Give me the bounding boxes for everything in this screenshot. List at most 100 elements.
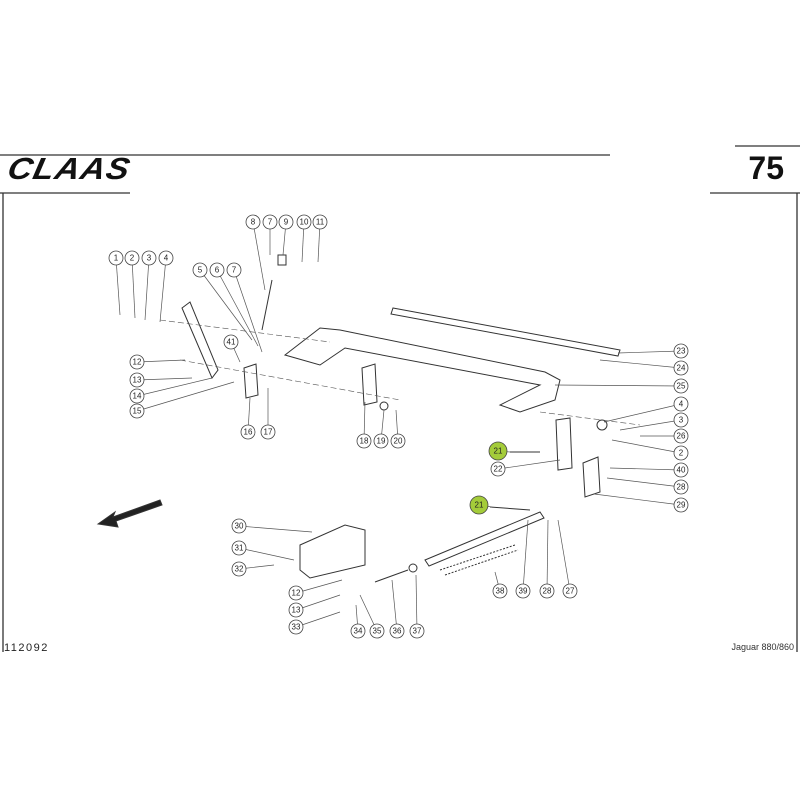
callout-17[interactable]: 17 bbox=[260, 388, 276, 440]
callout-25[interactable]: 25 bbox=[554, 378, 689, 394]
leader-line bbox=[136, 359, 186, 363]
callout-21[interactable]: 21 bbox=[469, 495, 493, 515]
callout-label: 35 bbox=[373, 627, 382, 636]
callout-12[interactable]: 12 bbox=[129, 354, 186, 370]
callout-label: 20 bbox=[394, 437, 403, 446]
leader-line bbox=[295, 611, 341, 628]
leader-line bbox=[619, 419, 682, 431]
callout-40[interactable]: 40 bbox=[609, 462, 689, 478]
callout-20[interactable]: 20 bbox=[390, 409, 406, 449]
callout-3[interactable]: 3 bbox=[141, 250, 157, 321]
leader-line bbox=[554, 384, 682, 387]
callout-7[interactable]: 7 bbox=[262, 214, 278, 255]
callout-circle bbox=[673, 445, 689, 461]
callout-24[interactable]: 24 bbox=[599, 359, 689, 376]
callout-circle bbox=[515, 583, 531, 599]
callout-5[interactable]: 5 bbox=[192, 262, 253, 341]
callout-label: 39 bbox=[519, 587, 528, 596]
callout-circle bbox=[369, 623, 385, 639]
callout-18[interactable]: 18 bbox=[356, 401, 372, 449]
model-name: Jaguar 880/860 bbox=[731, 642, 794, 652]
callout-circle bbox=[373, 433, 389, 449]
callout-label: 17 bbox=[264, 428, 273, 437]
callout-circle bbox=[673, 360, 689, 376]
leader-line bbox=[611, 439, 682, 454]
callout-14[interactable]: 14 bbox=[129, 377, 213, 404]
spring-38 bbox=[439, 544, 519, 576]
callout-19[interactable]: 19 bbox=[373, 409, 389, 449]
callout-28[interactable]: 28 bbox=[539, 519, 555, 599]
callout-16[interactable]: 16 bbox=[240, 397, 256, 440]
callout-circle bbox=[490, 461, 506, 477]
callout-12[interactable]: 12 bbox=[288, 579, 343, 601]
callout-circle bbox=[673, 412, 689, 428]
leader-line bbox=[136, 377, 193, 381]
callout-7[interactable]: 7 bbox=[226, 262, 263, 353]
callout-circle bbox=[129, 388, 145, 404]
callout-label: 3 bbox=[147, 254, 152, 263]
callout-label: 36 bbox=[393, 627, 402, 636]
callout-label: 11 bbox=[316, 218, 325, 227]
callout-6[interactable]: 6 bbox=[209, 262, 259, 347]
callout-2[interactable]: 2 bbox=[124, 250, 140, 319]
callout-label: 7 bbox=[232, 266, 237, 275]
callout-34[interactable]: 34 bbox=[350, 604, 366, 639]
callout-label: 32 bbox=[235, 565, 244, 574]
callout-32[interactable]: 32 bbox=[231, 561, 275, 577]
callout-27[interactable]: 27 bbox=[557, 519, 578, 599]
callout-label: 26 bbox=[677, 432, 686, 441]
callout-35[interactable]: 35 bbox=[359, 594, 385, 639]
callout-33[interactable]: 33 bbox=[288, 611, 341, 635]
callout-13[interactable]: 13 bbox=[288, 594, 341, 618]
callout-36[interactable]: 36 bbox=[389, 579, 405, 639]
callout-23[interactable]: 23 bbox=[617, 343, 689, 359]
callout-label: 19 bbox=[377, 437, 386, 446]
leader-line bbox=[606, 477, 682, 488]
callout-41[interactable]: 41 bbox=[223, 334, 241, 363]
callout-29[interactable]: 29 bbox=[593, 493, 689, 513]
callout-circle bbox=[673, 497, 689, 513]
callout-label: 8 bbox=[251, 218, 256, 227]
highlighted-callout-circle bbox=[469, 495, 489, 515]
callout-label: 16 bbox=[244, 428, 253, 437]
callout-13[interactable]: 13 bbox=[129, 372, 193, 388]
callout-26[interactable]: 26 bbox=[640, 428, 689, 444]
callout-38[interactable]: 38 bbox=[492, 571, 508, 599]
leader-line bbox=[199, 269, 253, 341]
plate-22 bbox=[555, 417, 573, 471]
callout-22[interactable]: 22 bbox=[490, 459, 561, 477]
callout-label: 24 bbox=[677, 364, 686, 373]
callout-circle bbox=[231, 540, 247, 556]
bracket-14 bbox=[181, 301, 219, 379]
callout-label: 2 bbox=[679, 449, 684, 458]
callout-3[interactable]: 3 bbox=[619, 412, 689, 431]
callout-9[interactable]: 9 bbox=[278, 214, 294, 256]
callout-31[interactable]: 31 bbox=[231, 540, 295, 561]
leader-line bbox=[115, 257, 121, 316]
callout-circle bbox=[141, 250, 157, 266]
callout-circle bbox=[390, 433, 406, 449]
callout-30[interactable]: 30 bbox=[231, 518, 313, 534]
callout-1[interactable]: 1 bbox=[108, 250, 124, 316]
callout-label: 40 bbox=[677, 466, 686, 475]
callout-11[interactable]: 11 bbox=[312, 214, 328, 263]
callout-10[interactable]: 10 bbox=[296, 214, 312, 263]
callout-4[interactable]: 4 bbox=[603, 396, 689, 423]
callout-37[interactable]: 37 bbox=[409, 574, 425, 639]
callout-15[interactable]: 15 bbox=[129, 381, 235, 419]
callout-label: 41 bbox=[227, 338, 236, 347]
callout-28[interactable]: 28 bbox=[606, 477, 689, 495]
frame-lines bbox=[0, 145, 800, 652]
callout-circle bbox=[296, 214, 312, 230]
callout-label: 21 bbox=[475, 501, 484, 510]
callout-8[interactable]: 8 bbox=[245, 214, 266, 291]
highlighted-callout-circle bbox=[488, 441, 508, 461]
callout-circle bbox=[673, 479, 689, 495]
callout-label: 38 bbox=[496, 587, 505, 596]
page-number: 75 bbox=[748, 150, 784, 186]
callout-circle bbox=[129, 372, 145, 388]
callout-39[interactable]: 39 bbox=[515, 519, 531, 599]
callout-2[interactable]: 2 bbox=[611, 439, 689, 461]
callout-21[interactable]: 21 bbox=[488, 441, 511, 461]
callout-4[interactable]: 4 bbox=[158, 250, 174, 323]
